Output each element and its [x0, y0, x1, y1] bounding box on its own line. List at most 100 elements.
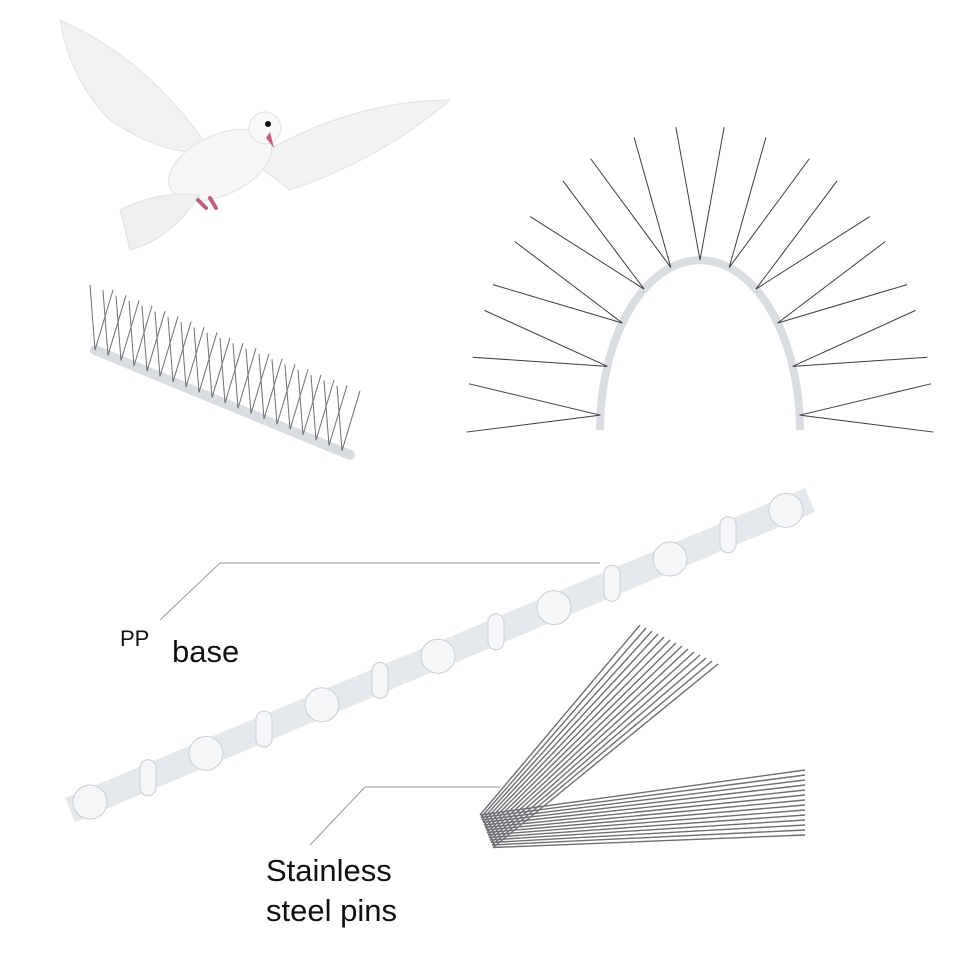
steel-pin	[489, 819, 806, 841]
pins-label-line1: Stainless	[266, 853, 392, 888]
strip-spike	[193, 327, 200, 393]
dove-right-wing	[249, 99, 452, 191]
steel-pin	[491, 829, 806, 846]
base-clip	[487, 613, 505, 651]
strip-spike	[206, 332, 213, 398]
steel-pin	[488, 814, 806, 839]
steel-pin	[484, 794, 806, 829]
steel-pin	[491, 660, 713, 846]
steel-pin	[480, 627, 647, 818]
steel-pin	[483, 636, 665, 826]
strip-spike	[258, 353, 265, 419]
arch-spike	[492, 284, 623, 324]
arch-spike	[466, 414, 601, 433]
strip-spike	[284, 364, 291, 430]
pp-label-prefix: PP	[120, 626, 150, 651]
strip-spike	[328, 385, 348, 446]
strip-spike	[89, 284, 96, 351]
arch-spike	[514, 241, 623, 324]
dove-tail	[119, 193, 201, 251]
arch-spike	[468, 383, 601, 416]
base-knob	[188, 735, 224, 771]
arch-spike	[792, 356, 928, 367]
strip-spike	[219, 337, 226, 404]
steel-pin	[492, 663, 719, 849]
strip-spike	[237, 348, 257, 409]
strip-spike	[159, 316, 179, 377]
steel-pin	[488, 651, 695, 839]
steel-pin	[486, 804, 806, 834]
steel-pin	[492, 834, 806, 849]
arch-spike	[472, 356, 608, 367]
pins-label-line2: steel pins	[266, 893, 397, 928]
steel-pin	[479, 624, 641, 816]
steel-pin	[483, 789, 806, 826]
strip-spike	[146, 311, 166, 372]
steel-pins-leader-line	[309, 786, 500, 846]
arch-spike	[699, 127, 725, 261]
arch-spike	[728, 137, 767, 268]
strip-spike	[276, 364, 296, 425]
pp-base-strip-image	[64, 488, 816, 822]
arch-spike	[755, 180, 838, 290]
arch-spike	[792, 309, 916, 367]
pp-base-leader-line	[159, 562, 600, 621]
arch-spike	[484, 309, 608, 367]
strip-spike	[167, 316, 174, 382]
strip-spike	[102, 290, 109, 356]
base-knob	[768, 492, 804, 528]
base-knob	[72, 784, 108, 820]
strip-spike	[133, 305, 153, 367]
strip-spike	[115, 295, 122, 361]
arch-spike	[529, 216, 645, 290]
steel-pin	[480, 774, 806, 819]
strip-spike	[297, 369, 304, 435]
steel-pin	[479, 769, 806, 816]
strip-spike	[245, 348, 252, 414]
arch-base	[596, 255, 804, 431]
strip-spike	[341, 390, 361, 451]
steel-pin	[485, 642, 677, 831]
steel-pin	[487, 648, 689, 836]
steel-pin	[482, 784, 806, 824]
strip-spike	[107, 295, 127, 356]
strip-spike	[198, 332, 218, 393]
base-clip	[255, 710, 273, 748]
strip-spike	[336, 385, 343, 451]
base-clip	[719, 516, 737, 554]
strip-spike	[263, 358, 283, 420]
base-clip	[603, 564, 621, 602]
strip-spike	[289, 369, 309, 430]
arch-spike	[799, 383, 932, 416]
strip-spike	[232, 343, 239, 409]
arch-spike	[728, 158, 810, 268]
strip-spike	[180, 322, 187, 388]
arch-spike	[755, 216, 871, 290]
arch-spike	[562, 180, 645, 290]
strip-spike	[94, 289, 114, 351]
straight-spike-strip-image	[89, 284, 361, 460]
strip-spike	[323, 380, 330, 446]
strip-spike	[224, 342, 244, 404]
arch-spike	[590, 158, 672, 268]
strip-spike	[310, 375, 317, 441]
arch-spike	[777, 241, 886, 324]
base-knob	[536, 590, 572, 626]
base-clip	[139, 759, 157, 797]
strip-spike	[250, 353, 270, 414]
steel-pin	[490, 824, 806, 844]
dove-image	[59, 19, 452, 251]
strip-spike	[211, 337, 231, 398]
arch-spike	[777, 284, 908, 324]
strip-spike	[172, 321, 192, 382]
arched-spike-strip-image	[466, 127, 934, 433]
steel-pin	[481, 630, 653, 821]
arch-spike	[675, 127, 701, 261]
dove-beak	[266, 132, 274, 148]
strip-spike	[120, 300, 140, 361]
steel-pin	[485, 799, 806, 831]
steel-pin	[490, 657, 707, 844]
steel-pin	[482, 633, 659, 823]
base-knob	[652, 541, 688, 577]
